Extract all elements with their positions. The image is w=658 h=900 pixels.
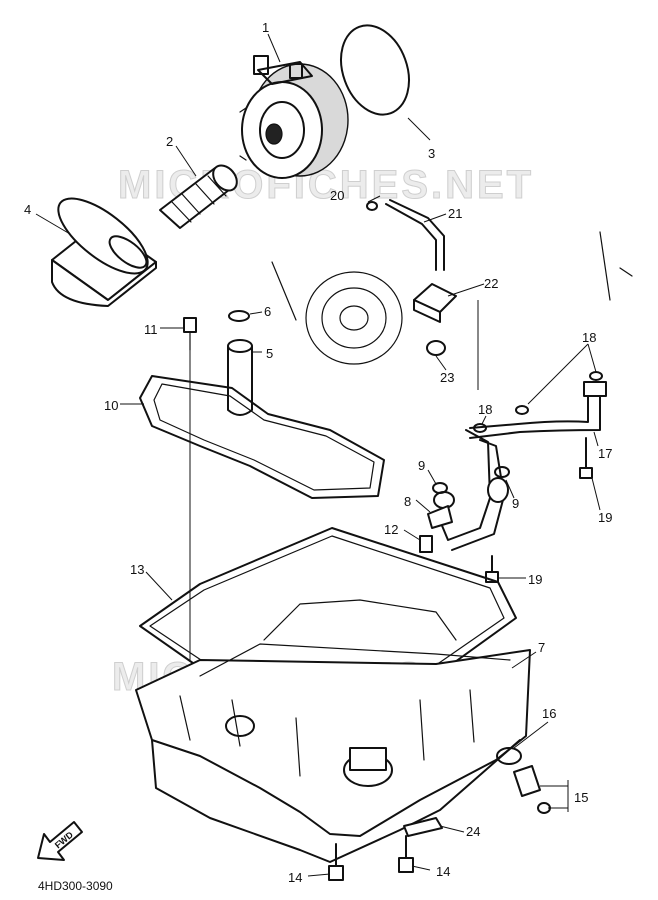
engine-sketch xyxy=(271,231,633,365)
callout-19-right: 19 xyxy=(598,510,612,525)
oil-filter xyxy=(51,197,157,307)
callout-18-left: 18 xyxy=(478,402,492,417)
bracket-24 xyxy=(403,817,443,837)
callout-7: 7 xyxy=(538,640,545,655)
callout-13: 13 xyxy=(130,562,144,577)
callout-6: 6 xyxy=(264,304,271,319)
callout-8: 8 xyxy=(404,494,411,509)
oil-cooler xyxy=(239,55,349,179)
callout-5: 5 xyxy=(266,346,273,361)
o-ring-9-right xyxy=(494,466,510,478)
callout-21: 21 xyxy=(448,206,462,221)
fwd-arrow: FWD xyxy=(37,821,83,861)
breather-pipe xyxy=(385,203,437,271)
callout-12: 12 xyxy=(384,522,398,537)
bolt-19-mid xyxy=(485,555,499,583)
callout-3: 3 xyxy=(428,146,435,161)
callout-4: 4 xyxy=(24,202,31,217)
leader-lines xyxy=(35,33,601,877)
gasket-16 xyxy=(496,747,522,765)
callout-2: 2 xyxy=(166,134,173,149)
strainer-gasket xyxy=(139,375,385,499)
diagram-code: 4HD300-3090 xyxy=(38,879,113,893)
callout-17: 17 xyxy=(598,446,612,461)
callout-14-left: 14 xyxy=(288,870,302,885)
bolt-14-left xyxy=(328,843,344,881)
washer-18-left xyxy=(473,423,487,433)
washer-18-mid xyxy=(515,405,529,415)
callout-22: 22 xyxy=(484,276,498,291)
union-bolt xyxy=(159,164,238,229)
callout-1: 1 xyxy=(262,20,269,35)
bolt-11 xyxy=(183,317,197,351)
drain-bolt-15 xyxy=(513,765,551,814)
callout-23: 23 xyxy=(440,370,454,385)
callout-18-right: 18 xyxy=(582,330,596,345)
callout-19-mid: 19 xyxy=(528,572,542,587)
bolt-19-right xyxy=(579,437,593,479)
plug-12 xyxy=(419,535,433,553)
small-o-ring xyxy=(366,201,378,211)
callout-14-right: 14 xyxy=(436,864,450,879)
callout-16: 16 xyxy=(542,706,556,721)
oil-pan xyxy=(135,599,531,863)
o-ring xyxy=(340,24,410,116)
callout-20: 20 xyxy=(330,188,344,203)
bolt-14-right xyxy=(398,835,414,873)
callout-24: 24 xyxy=(466,824,480,839)
callout-11: 11 xyxy=(144,322,158,337)
callout-9-right: 9 xyxy=(512,496,519,511)
o-ring-9-left xyxy=(432,482,448,494)
callout-9-left: 9 xyxy=(418,458,425,473)
oil-delivery-pipe xyxy=(427,381,607,551)
o-ring-6 xyxy=(228,310,250,322)
callout-10: 10 xyxy=(104,398,118,413)
callout-15: 15 xyxy=(574,790,588,805)
washer-18-right xyxy=(589,371,603,381)
plug xyxy=(426,340,446,356)
